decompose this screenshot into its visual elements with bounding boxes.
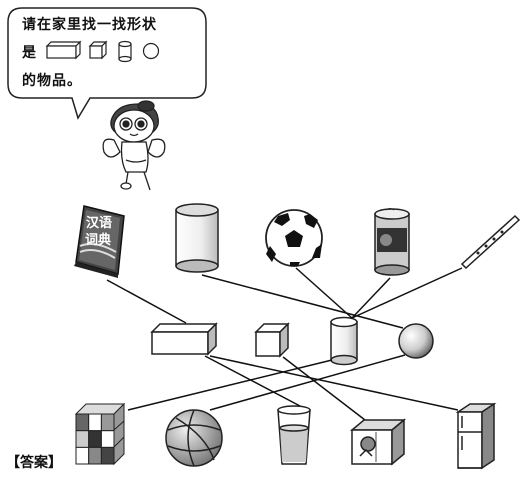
line-carton-cube	[282, 356, 366, 421]
line-dictionary-cuboid	[106, 279, 187, 324]
flute	[460, 214, 521, 270]
line-glass-cuboid	[204, 355, 301, 407]
sphere-shape	[398, 323, 434, 359]
line-soda-cylinder	[351, 277, 391, 319]
basketball	[165, 409, 223, 467]
dictionary-title-bottom: 词典	[85, 232, 111, 248]
prompt-line-2-prefix: 是	[22, 45, 37, 61]
water-glass	[277, 405, 311, 465]
match-lines	[106, 267, 463, 421]
bubble-cuboid-icon	[45, 40, 82, 60]
soda-can	[374, 208, 410, 276]
prompt-line-3: 的物品。	[22, 73, 82, 89]
bubble-sphere-icon	[142, 42, 160, 60]
line-flute-cylinder	[351, 267, 463, 319]
milk-carton	[349, 418, 407, 466]
speech-bubble	[7, 7, 207, 120]
prompt-line-1: 请在家里找一找形状	[22, 17, 157, 33]
cube-shape	[254, 322, 290, 358]
line-fridge-cuboid	[209, 355, 459, 411]
dictionary-book: 汉语 词典	[74, 205, 125, 278]
line-tincan-sphere	[201, 274, 404, 329]
refrigerator	[455, 402, 497, 470]
line-basketball-sphere	[209, 354, 406, 411]
answer-label: 【答案】	[6, 455, 62, 471]
cylinder-shape	[330, 316, 358, 366]
line-rubik-cylinder	[127, 359, 333, 411]
cuboid-shape	[150, 322, 218, 356]
tin-can	[175, 203, 219, 273]
bubble-cube-icon	[88, 40, 108, 60]
rubiks-cube	[74, 402, 126, 466]
soccer-ball	[265, 209, 323, 267]
dictionary-title-top: 汉语	[86, 215, 112, 231]
line-soccer-cylinder	[295, 267, 353, 319]
fairy-character	[102, 100, 166, 191]
bubble-cylinder-icon	[118, 40, 132, 63]
